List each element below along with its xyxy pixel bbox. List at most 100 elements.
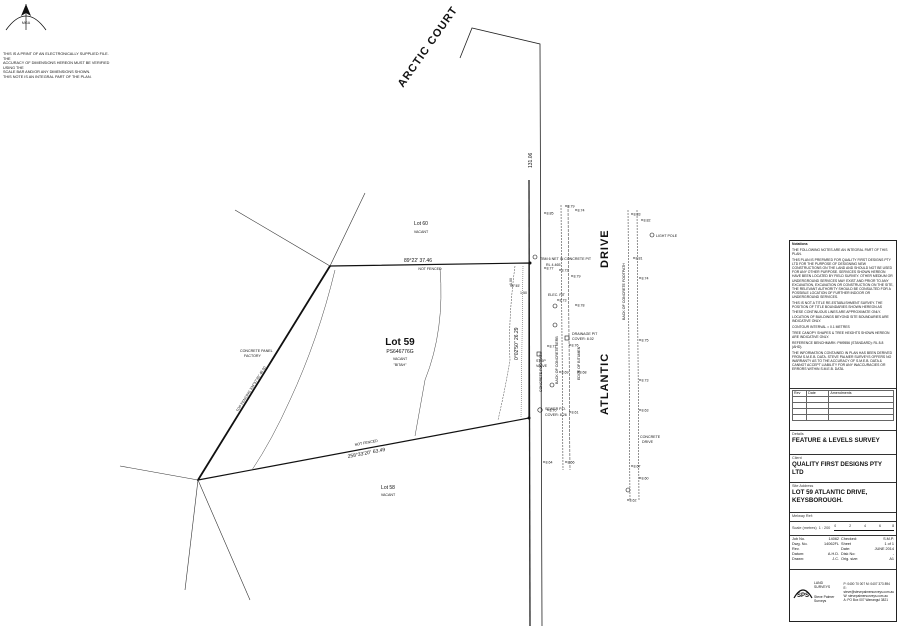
elec-pit-label: ELEC. PIT xyxy=(548,293,566,297)
scale-tick: 6 xyxy=(879,523,881,528)
tree-icon-3 xyxy=(549,382,555,388)
stop-valve-label-2: VALVE xyxy=(536,364,548,368)
tbm-level: RL 4.465 xyxy=(546,263,560,267)
spot-level-mark xyxy=(543,461,545,463)
job-k2-2: Date: xyxy=(841,547,851,551)
job-k2-0: Checked: xyxy=(841,537,858,541)
north-boundary-note: NOT FENCED xyxy=(418,267,442,271)
south-boundary-note: NOT FENCED xyxy=(354,439,378,447)
spot-level-label: 8.81 xyxy=(636,256,643,260)
spot-level-label: 8.76 xyxy=(572,343,579,347)
spot-level-mark xyxy=(639,379,641,381)
spot-level-label: 8.68 xyxy=(580,370,587,374)
lot58-name: Lot 58 xyxy=(381,485,395,491)
spot-level-label: 8.60 xyxy=(642,476,649,480)
contour-lines xyxy=(251,265,524,471)
spot-level-mark xyxy=(547,409,549,411)
scale-label: Scale (metres) xyxy=(792,526,817,530)
spot-level-mark xyxy=(575,304,577,306)
job-k-3: Datum: xyxy=(792,552,805,556)
sewer-label: SEWER P.O. xyxy=(545,407,566,411)
client-section: Client QUALITY FIRST DESIGNS PTY LTD xyxy=(790,455,896,483)
road-reserve xyxy=(459,27,640,626)
edge-of-bitumen-label: EDGE OF BITUMEN xyxy=(577,346,581,380)
title-block: Notations THE FOLLOWING NOTES ARE AN INT… xyxy=(789,240,897,622)
lot59-plan: PS646776G xyxy=(386,349,413,355)
job-k2-1: Sheet xyxy=(841,542,851,546)
spot-level-label: 8.83 xyxy=(634,212,641,216)
spot-level-mark xyxy=(639,277,641,279)
spot-level-mark xyxy=(544,267,546,269)
road-dimension: 131.06 xyxy=(528,152,534,168)
tbm-icon xyxy=(532,254,538,260)
details-value: FEATURE & LEVELS SURVEY xyxy=(792,437,880,444)
spot-level-label: 8.70 xyxy=(550,408,557,412)
details-section: Details FEATURE & LEVELS SURVEY xyxy=(790,431,896,455)
lot58-west-line xyxy=(119,465,199,481)
spot-level-label: 8.66 xyxy=(568,460,575,464)
north-arrow-label: MGA xyxy=(22,21,31,25)
footpath-line-2 xyxy=(636,209,640,501)
concrete-drive-label-2: DRIVE xyxy=(642,440,654,444)
firm-contact-line: A: PO Box 007 Warrangul 3821 xyxy=(843,598,888,602)
spot-level-label: 8.77 xyxy=(547,266,554,270)
amendments-section: Rev Date Amendments xyxy=(790,389,896,431)
lot60-east-line xyxy=(329,192,366,267)
site-features: TBM 6 NET IN CONCRETE PIT RL 4.465 LIGHT… xyxy=(527,232,678,493)
spot-level-mark xyxy=(544,212,546,214)
neighbour-lot-lines xyxy=(119,192,366,601)
stop-valve-label: STOP xyxy=(536,359,546,363)
job-k-4: Drawn: xyxy=(792,557,805,561)
spot-level-mark xyxy=(577,371,579,373)
job-v2-4: A1 xyxy=(889,557,894,561)
spot-level-mark xyxy=(565,205,567,207)
scale-value: 1 : 200 xyxy=(818,526,831,530)
client-value: QUALITY FIRST DESIGNS PTY LTD xyxy=(792,461,882,476)
firm-contact-line: E: steve@stevepalmersurveys.com.au xyxy=(843,586,895,594)
spot-level-mark xyxy=(631,465,633,467)
tbm-label: TBM 6 NET IN CONCRETE PIT xyxy=(540,257,592,261)
firm-section: SPS LAND SURVEYS Steve Palmer Surveys P:… xyxy=(790,570,896,614)
firm-logo-icon: SPS xyxy=(792,582,814,602)
lot60-west-line xyxy=(234,209,331,267)
spot-level-label: 8.79 xyxy=(568,204,575,208)
site-line-1: LOT 59 ATLANTIC DRIVE, xyxy=(792,489,868,496)
back-of-kerb-label: BACK OF CONCRETE KERB xyxy=(555,336,559,384)
spot-level-label: 8.74 xyxy=(578,208,585,212)
light-pole-icon xyxy=(649,232,655,238)
client-label: Client xyxy=(792,456,802,460)
east-small-dim-2: 1.50 xyxy=(520,291,527,295)
drainage-label: DRAINAGE PIT xyxy=(572,332,598,336)
spot-level-mark xyxy=(569,344,571,346)
east-small-dim-1: 1.00 xyxy=(509,278,513,285)
lot58-status: VACANT xyxy=(381,493,396,497)
job-v2-2: JUNE 2014 xyxy=(874,547,894,551)
west-note-2: FACTORY xyxy=(244,354,261,358)
job-k-2: Rev. xyxy=(792,547,800,551)
spot-level-label: 8.74 xyxy=(642,276,649,280)
contour-line-1 xyxy=(251,269,336,471)
spot-level-label: 8.69 xyxy=(562,370,569,374)
top-note: THIS IS A PRINT OF AN ELECTRONICALLY SUP… xyxy=(3,52,113,80)
contour-line-2 xyxy=(414,267,442,437)
street-atlantic: ATLANTIC xyxy=(599,353,611,415)
top-note-line: THIS NOTE IS AN INTEGRAL PART OF THE PLA… xyxy=(3,74,92,79)
top-note-line: SCALE BAR AND/OR ANY DIMENSIONS SHOWN. xyxy=(3,70,91,75)
north-arrow-head xyxy=(21,4,31,16)
job-v-3: A.H.D. xyxy=(827,552,840,556)
north-arrow: MGA xyxy=(5,4,47,31)
spot-level-label: 8.72 xyxy=(562,268,569,272)
spot-level-mark xyxy=(639,339,641,341)
job-k2-4: Orig. size: xyxy=(841,557,859,561)
firm-name: Steve Palmer Surveys xyxy=(814,595,835,603)
footpath-line-1 xyxy=(627,209,631,501)
fence-line xyxy=(497,265,516,421)
scale-tick: 2 xyxy=(849,523,852,528)
sewer-label-2: COVER: 8.26 xyxy=(545,413,567,417)
firm-tag-1: LAND xyxy=(814,581,824,585)
job-v2-3: - xyxy=(892,552,894,556)
spot-level-label: 8.73 xyxy=(560,298,567,302)
tree-icon-4 xyxy=(625,487,631,493)
melway-label: Melway Ref: xyxy=(792,514,813,518)
